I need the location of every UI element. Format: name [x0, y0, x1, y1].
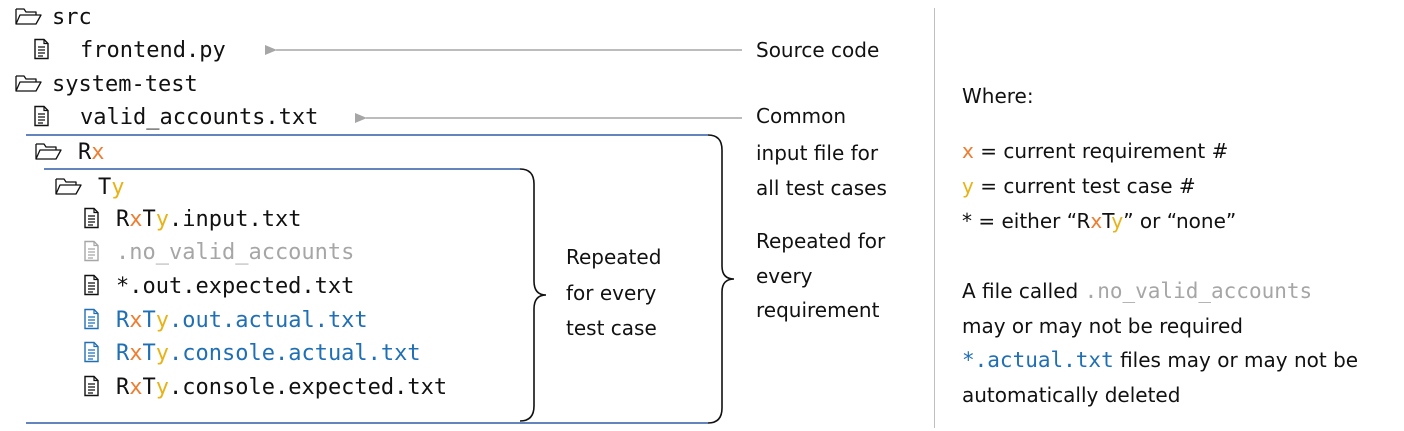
label-rep-test-2: for every: [566, 281, 657, 305]
folder-label-r: R: [78, 140, 92, 165]
label-rep-req-1: Repeated for: [756, 229, 886, 253]
label-r: R: [1076, 209, 1091, 233]
legend-note1: A file called .no_valid_accounts: [962, 277, 1312, 306]
label-common-3: all test cases: [756, 176, 887, 200]
folder-open-icon: [14, 5, 42, 27]
legend-star: * = either “RxTy” or “none”: [962, 207, 1236, 236]
variable-x: x: [129, 207, 143, 232]
folder-open-icon: [54, 175, 82, 197]
file-label-out-expected: *.out.expected.txt: [116, 274, 355, 299]
legend-star-b: ” or “none”: [1123, 209, 1237, 233]
legend-note1-b: may or may not be required: [962, 314, 1243, 338]
requirement-brace: [707, 134, 735, 424]
label-rep-req-3: requirement: [756, 298, 880, 322]
variable-y: y: [962, 174, 974, 198]
variable-x: x: [91, 140, 105, 165]
label-r: R: [116, 341, 130, 366]
label-r: R: [116, 308, 130, 333]
variable-y: y: [155, 375, 169, 400]
tree-item-valid-accounts: valid_accounts.txt: [32, 104, 318, 132]
label-r: R: [116, 207, 130, 232]
variable-y: y: [155, 308, 169, 333]
testcase-brace: [519, 168, 547, 422]
legend-x-desc: = current requirement #: [973, 139, 1229, 163]
variable-y: y: [111, 175, 125, 200]
label-rest: .input.txt: [169, 207, 302, 232]
variable-x: x: [129, 341, 143, 366]
legend-note1-code: .no_valid_accounts: [1084, 279, 1313, 303]
file-label-no-valid-accounts: .no_valid_accounts: [116, 240, 355, 265]
label-rest: .out.actual.txt: [169, 308, 368, 333]
legend-note2: *.actual.txt files may or may not be: [962, 346, 1358, 375]
label-rep-req-2: every: [756, 264, 813, 288]
legend-note2-b: automatically deleted: [962, 383, 1181, 407]
document-icon: [82, 375, 100, 397]
variable-x: x: [962, 139, 974, 163]
variable-x: x: [1090, 209, 1103, 233]
label-common-2: input file for: [756, 141, 879, 165]
tree-item-no-valid-accounts: .no_valid_accounts: [82, 239, 354, 267]
variable-x: x: [129, 375, 143, 400]
label-common-1: Common: [756, 104, 847, 128]
variable-y: y: [155, 341, 169, 366]
file-label-frontend: frontend.py: [80, 38, 226, 63]
label-t: T: [142, 207, 156, 232]
label-r: R: [116, 375, 130, 400]
tree-item-out-expected: *.out.expected.txt: [82, 273, 354, 301]
folder-open-icon: [14, 72, 42, 94]
tree-item-input: RxTy.input.txt: [82, 206, 301, 234]
document-icon: [82, 341, 100, 363]
label-t: T: [142, 308, 156, 333]
variable-y: y: [1111, 209, 1124, 233]
variable-x: x: [129, 308, 143, 333]
legend-where: Where:: [962, 84, 1034, 108]
label-source-code: Source code: [756, 38, 880, 62]
legend-x: x = current requirement #: [962, 137, 1228, 166]
legend-note1-a: A file called: [962, 279, 1085, 303]
folder-open-icon: [34, 140, 62, 162]
document-icon: [82, 274, 100, 296]
label-rep-test-3: test case: [566, 316, 657, 340]
variable-y: y: [155, 207, 169, 232]
legend-y-desc: = current test case #: [973, 174, 1196, 198]
tree-item-console-expected: RxTy.console.expected.txt: [82, 374, 447, 402]
folder-label-system-test: system-test: [52, 72, 198, 97]
folder-label-src: src: [52, 5, 92, 30]
label-rest: .console.actual.txt: [169, 341, 421, 366]
tree-item-src: src: [14, 4, 92, 32]
document-icon: [82, 207, 100, 229]
label-t: T: [142, 341, 156, 366]
tree-item-out-actual: RxTy.out.actual.txt: [82, 307, 368, 335]
document-icon: [32, 38, 50, 60]
document-icon: [32, 105, 50, 127]
folder-label-t: T: [98, 175, 112, 200]
tree-item-frontend: frontend.py: [32, 37, 226, 65]
label-t: T: [1102, 209, 1112, 233]
tree-item-system-test: system-test: [14, 71, 198, 99]
legend-star-a: * = either “: [962, 209, 1077, 233]
label-rest: .console.expected.txt: [169, 375, 448, 400]
document-icon: [82, 240, 100, 262]
legend-note2-a: files may or may not be: [1113, 348, 1359, 372]
label-rep-test-1: Repeated: [566, 245, 662, 269]
tree-item-console-actual: RxTy.console.actual.txt: [82, 340, 421, 368]
file-label-valid-accounts: valid_accounts.txt: [80, 105, 319, 130]
tree-item-rx: Rx: [34, 139, 105, 167]
vertical-divider: [934, 8, 935, 428]
tree-item-ty: Ty: [54, 174, 125, 202]
legend-note2-code: *.actual.txt: [962, 348, 1114, 372]
document-icon: [82, 308, 100, 330]
label-t: T: [142, 375, 156, 400]
legend-y: y = current test case #: [962, 172, 1196, 201]
